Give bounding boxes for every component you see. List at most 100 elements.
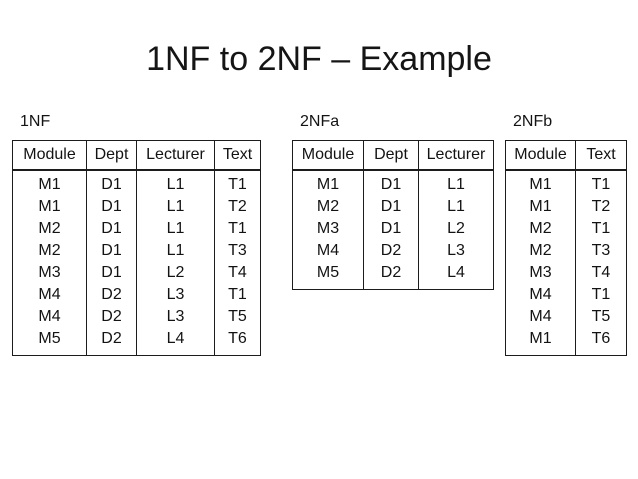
table-cell: M2 <box>505 240 576 262</box>
table-cell: T3 <box>214 240 261 262</box>
column-header-module: Module <box>12 140 87 171</box>
table-cell: L1 <box>418 196 494 218</box>
table-cell: D1 <box>86 240 137 262</box>
table-cell: T1 <box>575 170 627 196</box>
table-cell: M1 <box>12 196 87 218</box>
table-cell: L4 <box>136 328 215 356</box>
table-cell: T1 <box>575 218 627 240</box>
table-cell: D1 <box>363 218 419 240</box>
column-header-lecturer: Lecturer <box>136 140 215 171</box>
table-header-row: Module Dept Lecturer <box>292 140 494 171</box>
table-cell: M4 <box>505 284 576 306</box>
table-cell: M3 <box>292 218 364 240</box>
table-header-row: Module Text <box>505 140 627 171</box>
table-cell: M2 <box>12 240 87 262</box>
table-cell: M1 <box>292 170 364 196</box>
column-header-text: Text <box>214 140 261 171</box>
column-header-dept: Dept <box>363 140 419 171</box>
table-cell: M1 <box>505 328 576 356</box>
table-header-row: Module Dept Lecturer Text <box>12 140 261 171</box>
table-cell: T4 <box>214 262 261 284</box>
slide-title: 1NF to 2NF – Example <box>146 40 492 78</box>
table-cell: M2 <box>292 196 364 218</box>
table-cell: T6 <box>214 328 261 356</box>
table-cell: M5 <box>12 328 87 356</box>
table-cell: D1 <box>86 196 137 218</box>
table-cell: L1 <box>136 218 215 240</box>
table-cell: L3 <box>136 284 215 306</box>
table-cell: L1 <box>418 170 494 196</box>
table-cell: T3 <box>575 240 627 262</box>
column-header-lecturer: Lecturer <box>418 140 494 171</box>
table-cell: D2 <box>86 284 137 306</box>
table-cell: L3 <box>418 240 494 262</box>
table-cell: L1 <box>136 240 215 262</box>
table-cell: T2 <box>214 196 261 218</box>
table-cell: T1 <box>214 218 261 240</box>
table-cell: M1 <box>505 196 576 218</box>
table-cell: M1 <box>12 170 87 196</box>
table-cell: D1 <box>363 196 419 218</box>
table-cell: T5 <box>575 306 627 328</box>
table-cell: T1 <box>575 284 627 306</box>
table-cell: D1 <box>86 262 137 284</box>
table-label-2nfb: 2NFb <box>513 113 553 130</box>
table-cell: D2 <box>86 306 137 328</box>
table-cell: D2 <box>363 240 419 262</box>
table-cell: M5 <box>292 262 364 290</box>
table-label-1nf: 1NF <box>20 113 51 130</box>
table-cell: D1 <box>363 170 419 196</box>
table-cell: T1 <box>214 284 261 306</box>
table-cell: T5 <box>214 306 261 328</box>
table-cell: L2 <box>136 262 215 284</box>
table-cell: M3 <box>505 262 576 284</box>
table-cell: D2 <box>86 328 137 356</box>
table-cell: T1 <box>214 170 261 196</box>
table-cell: M4 <box>292 240 364 262</box>
table-cell: L3 <box>136 306 215 328</box>
table-cell: D1 <box>86 170 137 196</box>
table-cell: T6 <box>575 328 627 356</box>
table-cell: M3 <box>12 262 87 284</box>
column-header-module: Module <box>505 140 576 171</box>
table-cell: M1 <box>505 170 576 196</box>
table-cell: M2 <box>12 218 87 240</box>
table-cell: L2 <box>418 218 494 240</box>
table-cell: L1 <box>136 196 215 218</box>
table-cell: D2 <box>363 262 419 290</box>
table-cell: M4 <box>505 306 576 328</box>
column-header-dept: Dept <box>86 140 137 171</box>
table-label-2nfa: 2NFa <box>300 113 340 130</box>
table-cell: T4 <box>575 262 627 284</box>
table-cell: M4 <box>12 306 87 328</box>
